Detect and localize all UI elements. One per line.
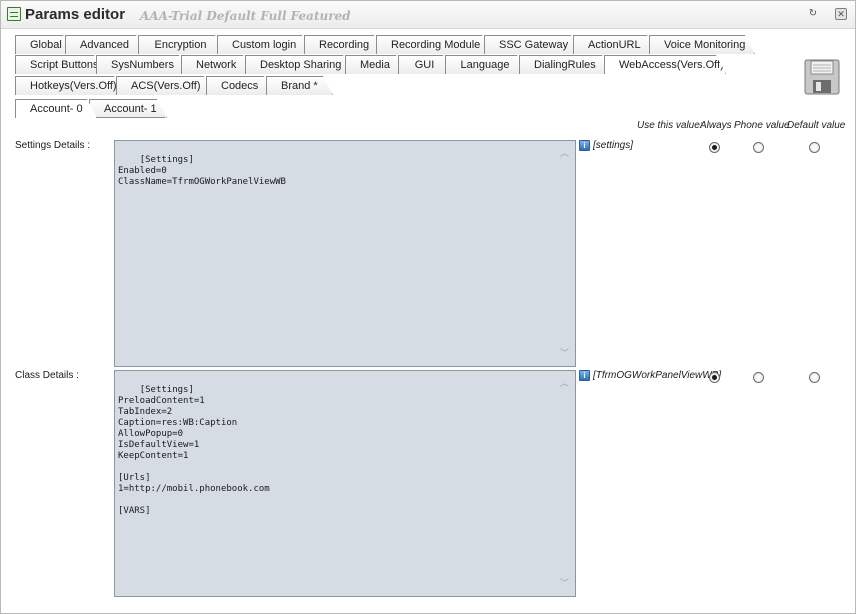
class-details-text: [Settings] PreloadContent=1 TabIndex=2 C… [118, 385, 270, 516]
class-always-radio[interactable] [709, 372, 720, 383]
tab-script-buttons[interactable]: Script Buttons [15, 55, 104, 74]
tab-row-3: Hotkeys(Vers.Off) ACS(Vers.Off) Codecs B… [15, 75, 325, 95]
option-phone-value-label: Phone value [734, 120, 790, 131]
tab-hotkeys[interactable]: Hotkeys(Vers.Off) [15, 76, 124, 95]
tab-actionurl[interactable]: ActionURL [573, 35, 657, 54]
tab-row-2: Script Buttons SysNumbers Network Deskto… [15, 54, 718, 74]
scroll-down-icon[interactable]: ﹀ [559, 579, 569, 589]
settings-details-textarea[interactable]: [Settings] Enabled=0 ClassName=TfrmOGWor… [114, 140, 576, 367]
scroll-up-icon[interactable]: ︿ [559, 379, 569, 389]
class-value-link[interactable]: [TfrmOGWorkPanelViewWB] [593, 370, 722, 381]
account-tab-row: Account- 0 Account- 1 [15, 98, 159, 118]
settings-always-radio[interactable] [709, 142, 720, 153]
option-default-value-label: Default value [787, 120, 846, 131]
tab-recording[interactable]: Recording [304, 35, 384, 54]
tab-network[interactable]: Network [181, 55, 253, 74]
option-always-label: Always [700, 120, 732, 131]
tab-advanced[interactable]: Advanced [65, 35, 146, 54]
tab-ssc-gateway[interactable]: SSC Gateway [484, 35, 581, 54]
tab-language[interactable]: Language [445, 55, 527, 74]
class-details-textarea[interactable]: [Settings] PreloadContent=1 TabIndex=2 C… [114, 370, 576, 597]
window-subtitle: AAA-Trial Default Full Featured [140, 9, 351, 23]
class-details-label: Class Details : [15, 370, 79, 381]
tab-account-0[interactable]: Account- 0 [15, 99, 97, 118]
info-icon[interactable]: i [579, 370, 590, 381]
settings-default-value-radio[interactable] [809, 142, 820, 153]
use-value-label: Use this value: [637, 120, 703, 131]
settings-details-text: [Settings] Enabled=0 ClassName=TfrmOGWor… [118, 155, 286, 187]
scroll-up-icon[interactable]: ︿ [559, 149, 569, 159]
tab-webaccess[interactable]: WebAccess(Vers.Off) [604, 55, 726, 74]
editor-icon [7, 7, 21, 21]
tab-desktop-sharing[interactable]: Desktop Sharing [245, 55, 353, 74]
tab-recording-module[interactable]: Recording Module [376, 35, 492, 54]
tab-media[interactable]: Media [345, 55, 406, 74]
tab-codecs[interactable]: Codecs [206, 76, 274, 95]
tab-acs[interactable]: ACS(Vers.Off) [116, 76, 214, 95]
scroll-down-icon[interactable]: ﹀ [559, 349, 569, 359]
tab-sysnumbers[interactable]: SysNumbers [96, 55, 189, 74]
settings-value-link[interactable]: [settings] [593, 140, 634, 151]
class-phone-value-radio[interactable] [753, 372, 764, 383]
window-title: Params editor [25, 6, 126, 23]
tab-brand[interactable]: Brand * [266, 76, 333, 95]
title-bar: Params editor AAA-Trial Default Full Fea… [1, 1, 855, 29]
tab-dialingrules[interactable]: DialingRules [519, 55, 612, 74]
tab-voice-monitoring[interactable]: Voice Monitoring [649, 35, 755, 54]
tab-encryption[interactable]: Encryption [138, 35, 225, 54]
tab-account-1[interactable]: Account- 1 [89, 99, 167, 118]
class-default-value-radio[interactable] [809, 372, 820, 383]
refresh-icon[interactable]: ↻ [808, 8, 818, 19]
tab-row-1: Global Advanced Encryption Custom login … [15, 34, 747, 54]
tab-gui[interactable]: GUI [398, 55, 453, 74]
save-icon[interactable] [804, 59, 840, 95]
info-icon[interactable]: i [579, 140, 590, 151]
settings-phone-value-radio[interactable] [753, 142, 764, 153]
close-icon[interactable]: ✕ [835, 8, 847, 20]
tab-custom-login[interactable]: Custom login [217, 35, 312, 54]
tab-global[interactable]: Global [15, 35, 73, 54]
settings-details-label: Settings Details : [15, 140, 91, 151]
